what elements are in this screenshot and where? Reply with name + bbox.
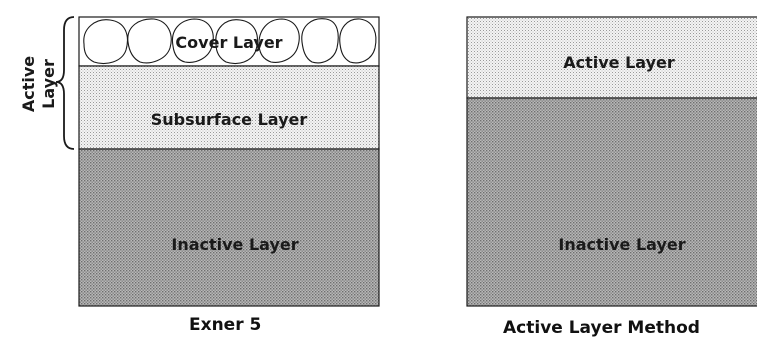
subsurface-layer xyxy=(78,65,380,150)
pebble-shapes xyxy=(83,18,377,65)
active-layer-method-caption: Active Layer Method xyxy=(503,318,700,338)
svg-text:Layer: Layer xyxy=(39,59,58,109)
exner5-panel: Cover Layer Subsurface Layer Inactive La… xyxy=(19,16,380,307)
inactive-layer-right xyxy=(466,97,757,307)
inactive-layer-left xyxy=(78,148,380,307)
inactive-layer-right-label: Inactive Layer xyxy=(558,235,685,254)
svg-text:Active: Active xyxy=(19,56,38,112)
exner5-caption: Exner 5 xyxy=(189,315,262,335)
cover-layer xyxy=(78,16,380,67)
cover-layer-label: Cover Layer xyxy=(175,33,282,52)
inactive-layer-left-label: Inactive Layer xyxy=(171,235,298,254)
active-layer-bracket xyxy=(55,16,75,150)
active-layer-label: Active Layer xyxy=(563,53,675,72)
subsurface-layer-label: Subsurface Layer xyxy=(151,110,308,129)
active-bracket-label: Active Layer xyxy=(19,56,58,112)
active-layer-method-panel: Active Layer Inactive Layer xyxy=(466,16,757,307)
active-layer xyxy=(466,16,757,99)
